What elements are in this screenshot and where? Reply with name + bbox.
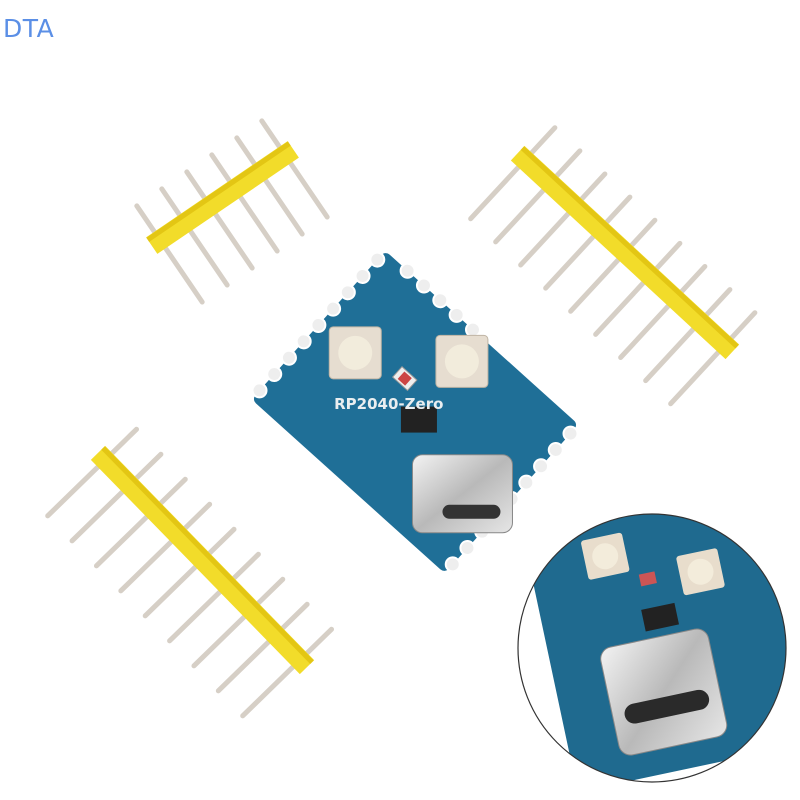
header-pin: [518, 171, 608, 268]
pad-hole: [354, 267, 371, 284]
header-pin: [543, 194, 633, 291]
pad-hole: [280, 349, 297, 366]
pad-hole: [369, 251, 386, 268]
pad-hole: [251, 382, 268, 399]
header-pin: [215, 601, 310, 694]
header-pin: [493, 148, 583, 245]
header-pin: [259, 118, 330, 220]
usb-c-port: [411, 454, 513, 534]
pad-hole: [325, 300, 342, 317]
header-pin: [45, 426, 140, 519]
header-pin: [191, 576, 286, 669]
watermark-logo: DTA: [3, 14, 55, 43]
header-pin: [69, 451, 164, 544]
header-pin: [668, 310, 758, 407]
pad-hole: [266, 366, 283, 383]
pad-hole: [533, 458, 550, 475]
header-plastic: [510, 145, 740, 360]
inset-closeup: [517, 513, 787, 783]
pad-hole: [464, 321, 481, 338]
header-pin: [209, 152, 280, 254]
pad-hole: [562, 425, 579, 442]
header-pin: [118, 501, 213, 594]
header-plastic-shadow: [520, 146, 739, 349]
header-pin: [134, 203, 205, 305]
pin-header-bottom-left: [45, 426, 335, 719]
pad-hole: [547, 441, 564, 458]
pad-hole: [310, 317, 327, 334]
pad-hole: [399, 262, 416, 279]
header-pin: [234, 135, 305, 237]
header-pin: [568, 217, 658, 314]
header-pin: [142, 526, 237, 619]
header-pin: [240, 626, 335, 719]
pad-hole: [459, 540, 476, 557]
pin-header-top-left: [134, 118, 330, 305]
header-pin: [643, 287, 733, 384]
pad-hole: [518, 474, 535, 491]
rp2040-zero-board: RP2040-Zero: [251, 251, 579, 573]
header-pin: [167, 551, 261, 644]
pad-hole: [339, 284, 356, 301]
pad-hole: [444, 556, 461, 573]
header-plastic: [90, 445, 315, 675]
board-silkscreen-label: RP2040-Zero: [334, 395, 443, 413]
flash-chip: [400, 406, 437, 433]
header-pin: [593, 240, 683, 337]
pad-hole: [295, 333, 312, 350]
header-plastic-shadow: [101, 446, 314, 665]
header-pin: [618, 263, 708, 360]
pad-hole: [415, 277, 432, 294]
header-pin: [93, 476, 188, 569]
header-plastic: [146, 141, 299, 254]
header-pin: [159, 186, 230, 288]
header-pin: [468, 125, 558, 222]
header-plastic-shadow: [146, 141, 291, 242]
pad-hole: [432, 292, 449, 309]
pad-hole: [448, 306, 465, 323]
header-pin: [184, 169, 255, 271]
pin-header-top-right: [468, 125, 758, 407]
